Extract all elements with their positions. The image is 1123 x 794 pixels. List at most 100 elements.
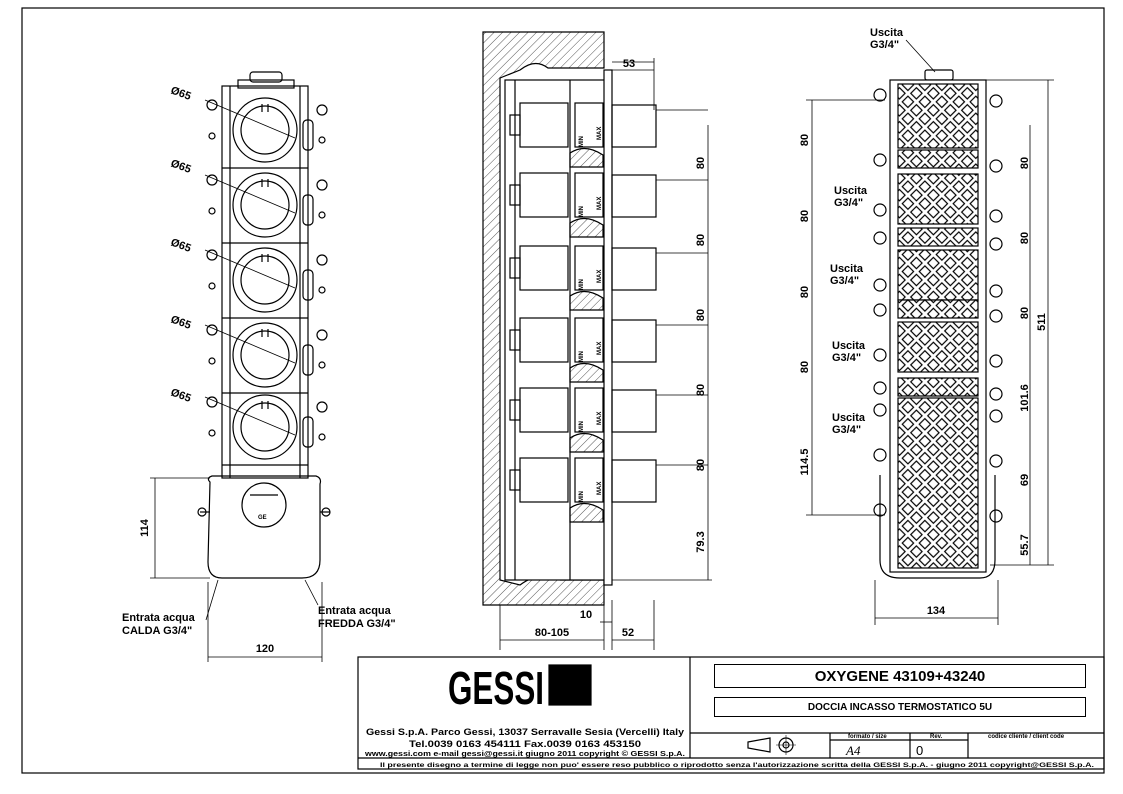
gessi-logo: GESSI bbox=[448, 662, 544, 714]
side-dim-5: 80 bbox=[695, 459, 707, 471]
back-lug bbox=[873, 403, 1003, 423]
inlet-hot-line1: Entrata acqua bbox=[122, 612, 196, 624]
drawing-frame bbox=[21, 7, 1105, 774]
rev-header: Rev. bbox=[930, 734, 943, 740]
back-lug bbox=[873, 448, 1003, 468]
front-valve-unit bbox=[204, 97, 328, 169]
back-left-dim-1: 80 bbox=[799, 134, 811, 146]
svg-text:GE: GE bbox=[258, 515, 267, 521]
back-panel bbox=[897, 149, 979, 169]
side-valve-unit: MAX MIN bbox=[509, 245, 708, 311]
back-lug bbox=[873, 278, 1003, 298]
side-valve-unit: MAX MIN bbox=[509, 387, 708, 453]
front-height-dim: 114 bbox=[139, 518, 151, 537]
back-panel bbox=[897, 227, 979, 247]
side-dim-wall: 10 bbox=[580, 609, 592, 621]
side-valve-unit: MAX MIN bbox=[509, 172, 708, 238]
max-label: MAX bbox=[597, 127, 603, 140]
min-label: MIN bbox=[579, 206, 585, 217]
back-panel bbox=[897, 299, 979, 319]
back-right-dim-4: 101.6 bbox=[1019, 384, 1031, 412]
diam-label-4: Ø65 bbox=[169, 314, 193, 332]
diam-label-1: Ø65 bbox=[169, 85, 193, 103]
outlet-3-line1: Uscita bbox=[832, 340, 866, 352]
back-panel bbox=[897, 321, 979, 373]
back-left-dim-3: 80 bbox=[799, 286, 811, 298]
min-label: MIN bbox=[579, 136, 585, 147]
back-right-dim-2: 80 bbox=[1019, 232, 1031, 244]
back-left-dim-2: 80 bbox=[799, 210, 811, 222]
outlet-1-line1: Uscita bbox=[834, 185, 868, 197]
inlet-cold-line1: Entrata acqua bbox=[318, 605, 392, 617]
back-right-dim-3: 80 bbox=[1019, 307, 1031, 319]
back-right-dim-6: 55.7 bbox=[1019, 534, 1031, 555]
min-label: MIN bbox=[579, 279, 585, 290]
back-width: 134 bbox=[927, 605, 946, 617]
side-dim-2: 80 bbox=[695, 234, 707, 246]
max-label: MAX bbox=[597, 342, 603, 355]
back-panel bbox=[897, 83, 979, 149]
front-valve-unit bbox=[204, 172, 328, 244]
front-valve-unit bbox=[204, 322, 328, 394]
product-title: OXYGENE 43109+43240 bbox=[714, 664, 1086, 688]
outlet-4-line1: Uscita bbox=[832, 412, 866, 424]
side-dim-1: 80 bbox=[695, 157, 707, 169]
outlet-4-line2: G3/4" bbox=[832, 424, 861, 436]
front-valve-unit bbox=[204, 247, 328, 319]
back-lug bbox=[873, 303, 1003, 323]
side-dim-3: 80 bbox=[695, 309, 707, 321]
min-label: MIN bbox=[579, 421, 585, 432]
outlet-3-line2: G3/4" bbox=[832, 352, 861, 364]
side-dim-bottom: 79.3 bbox=[695, 531, 707, 552]
outlet-2-line2: G3/4" bbox=[830, 275, 859, 287]
side-dim-4: 80 bbox=[695, 384, 707, 396]
front-valve-unit bbox=[204, 394, 328, 466]
diam-label-5: Ø65 bbox=[169, 387, 193, 405]
inlet-hot-line2: CALDA G3/4" bbox=[122, 625, 192, 637]
front-width-dim: 120 bbox=[256, 643, 274, 655]
min-label: MIN bbox=[579, 351, 585, 362]
rev-value: 0 bbox=[916, 743, 923, 758]
max-label: MAX bbox=[597, 197, 603, 210]
side-valve-unit: MAX MIN bbox=[509, 102, 708, 168]
max-label: MAX bbox=[597, 482, 603, 495]
back-lug bbox=[873, 381, 1003, 401]
back-right-dim-5: 69 bbox=[1019, 474, 1031, 486]
web-line: www.gessi.com e-mail gessi@gessi.it giug… bbox=[364, 750, 685, 758]
min-label: MIN bbox=[579, 491, 585, 502]
back-panel bbox=[897, 173, 979, 225]
side-view: MAX MIN MAX MIN MAX MIN MAX MIN MAX MIN MAX MIN bbox=[482, 31, 712, 650]
format-header: formato / size bbox=[848, 734, 887, 740]
side-valve-unit: MAX MIN bbox=[509, 457, 708, 523]
outlet-2-line1: Uscita bbox=[830, 263, 864, 275]
top-outlet-line1: Uscita bbox=[870, 27, 904, 39]
back-panel bbox=[897, 397, 979, 569]
back-lug bbox=[873, 348, 1003, 368]
title-block bbox=[357, 656, 1105, 770]
top-outlet-line2: G3/4" bbox=[870, 39, 899, 51]
product-description: DOCCIA INCASSO TERMOSTATICO 5U bbox=[714, 697, 1086, 717]
max-label: MAX bbox=[597, 270, 603, 283]
back-panel bbox=[897, 249, 979, 301]
outlet-1-line2: G3/4" bbox=[834, 197, 863, 209]
back-lug bbox=[873, 203, 1003, 223]
max-label: MAX bbox=[597, 412, 603, 425]
side-valve-unit: MAX MIN bbox=[509, 317, 708, 383]
diam-label-2: Ø65 bbox=[169, 158, 193, 176]
back-lug bbox=[873, 153, 1003, 173]
side-dim-depth: 80-105 bbox=[535, 627, 569, 639]
side-dim-front: 52 bbox=[622, 627, 634, 639]
front-view: GE bbox=[150, 71, 331, 662]
client-code-header: codice cliente / client code bbox=[988, 734, 1065, 740]
back-right-dim-1: 80 bbox=[1019, 157, 1031, 169]
back-left-dim-5: 114.5 bbox=[799, 449, 811, 476]
diam-label-3: Ø65 bbox=[169, 237, 193, 255]
phone-line: Tel.0039 0163 454111 Fax.0039 0163 45315… bbox=[409, 739, 641, 749]
side-dim-top: 53 bbox=[623, 58, 635, 70]
back-lug bbox=[873, 231, 1003, 251]
back-panel bbox=[897, 377, 979, 397]
format-value: A4 bbox=[845, 743, 861, 758]
back-view bbox=[806, 39, 1054, 625]
back-left-dim-4: 80 bbox=[799, 361, 811, 373]
